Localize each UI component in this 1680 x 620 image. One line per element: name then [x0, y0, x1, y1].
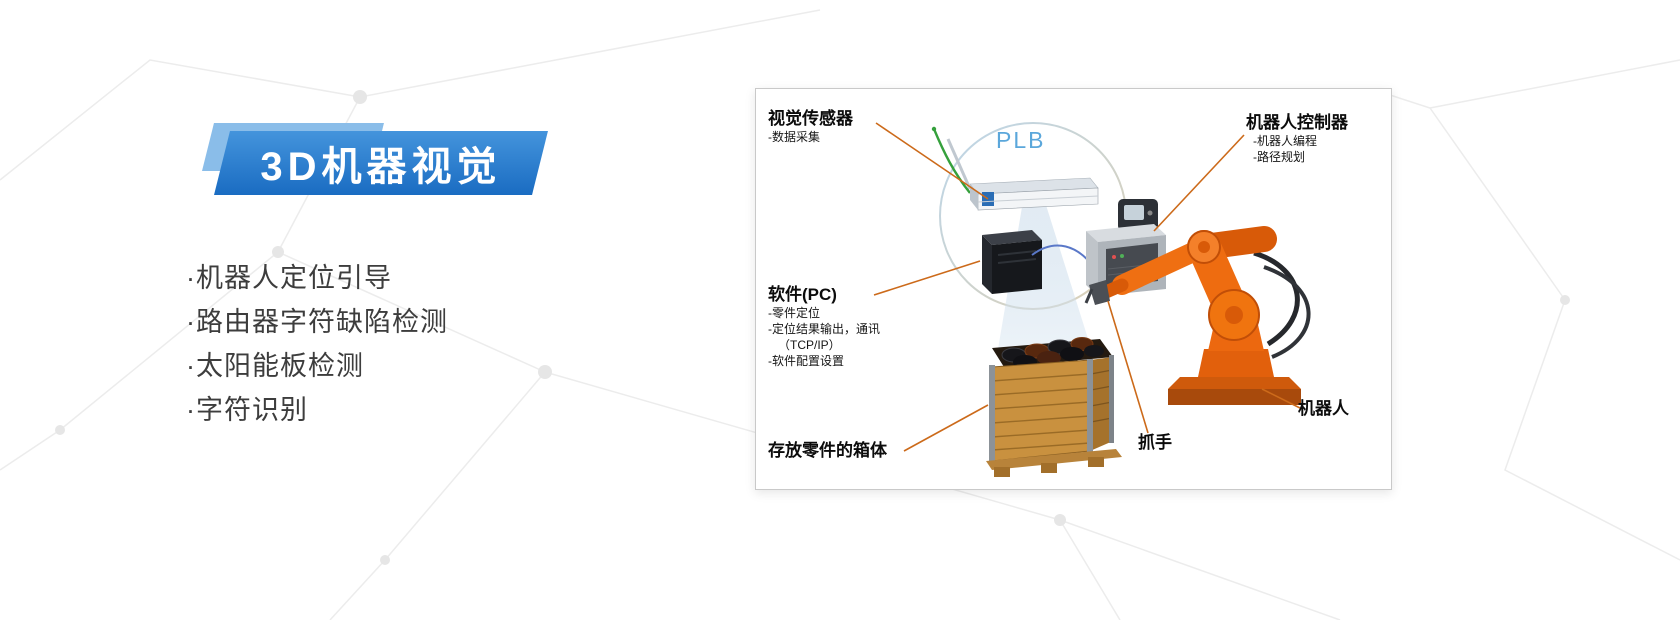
label-robot-controller: 机器人控制器 -机器人编程 -路径规划	[1246, 113, 1348, 165]
label-robot: 机器人	[1298, 399, 1349, 419]
callout-robot	[1261, 388, 1303, 410]
feature-item-router-defect: ·路由器字符缺陷检测	[186, 307, 448, 337]
software-pc-sub-4: -软件配置设置	[768, 354, 844, 368]
crate-graphic	[986, 337, 1122, 477]
vision-sensor-sub-1: -数据采集	[768, 130, 820, 144]
callout-vision-sensor	[875, 122, 989, 200]
callout-robot-controller	[1153, 134, 1245, 232]
pc-device-graphic	[982, 230, 1042, 294]
software-pc-title: 软件(PC)	[768, 285, 837, 304]
vision-sensor-title: 视觉传感器	[768, 109, 853, 128]
parts-box-title: 存放零件的箱体	[768, 441, 887, 460]
robot-graphic	[1084, 226, 1311, 405]
callout-gripper	[1107, 300, 1149, 434]
feature-item-robot-guidance: ·机器人定位引导	[186, 263, 392, 293]
sensor-cables	[931, 126, 972, 194]
system-illustration	[873, 122, 1311, 477]
label-vision-sensor: 视觉传感器 -数据采集	[768, 109, 853, 145]
feature-item-ocr: ·字符识别	[186, 395, 308, 425]
callout-software-pc	[873, 260, 981, 296]
feature-item-solar-panel: ·太阳能板检测	[186, 351, 364, 381]
software-pc-sub-2: -定位结果输出，通讯	[768, 322, 880, 336]
label-parts-box: 存放零件的箱体	[768, 441, 887, 461]
plb-label: PLB	[996, 127, 1046, 153]
feature-list: ·机器人定位引导 ·路由器字符缺陷检测 ·太阳能板检测 ·字符识别	[186, 264, 448, 425]
robot-title: 机器人	[1298, 399, 1349, 418]
label-software-pc: 软件(PC) -零件定位 -定位结果输出，通讯 （TCP/IP） -软件配置设置	[768, 285, 880, 369]
robot-controller-sub-1: -机器人编程	[1253, 134, 1317, 148]
software-pc-sub-3: （TCP/IP）	[778, 338, 841, 352]
robot-controller-title: 机器人控制器	[1246, 113, 1348, 132]
gripper-title: 抓手	[1138, 433, 1172, 452]
title-banner: 3D机器视觉	[202, 123, 548, 195]
software-pc-sub-1: -零件定位	[768, 306, 820, 320]
diagram-panel: PLB 视觉传感器 -数据采集 机器人控制器 -机器人编程 -路径规划 软件(P…	[755, 88, 1392, 490]
vision-sensor-graphic	[969, 177, 1099, 211]
label-gripper: 抓手	[1138, 433, 1172, 453]
robot-controller-sub-2: -路径规划	[1253, 150, 1305, 164]
callout-lines	[873, 122, 1303, 452]
callout-parts-box	[903, 404, 989, 452]
page-title: 3D机器视觉	[260, 145, 502, 189]
